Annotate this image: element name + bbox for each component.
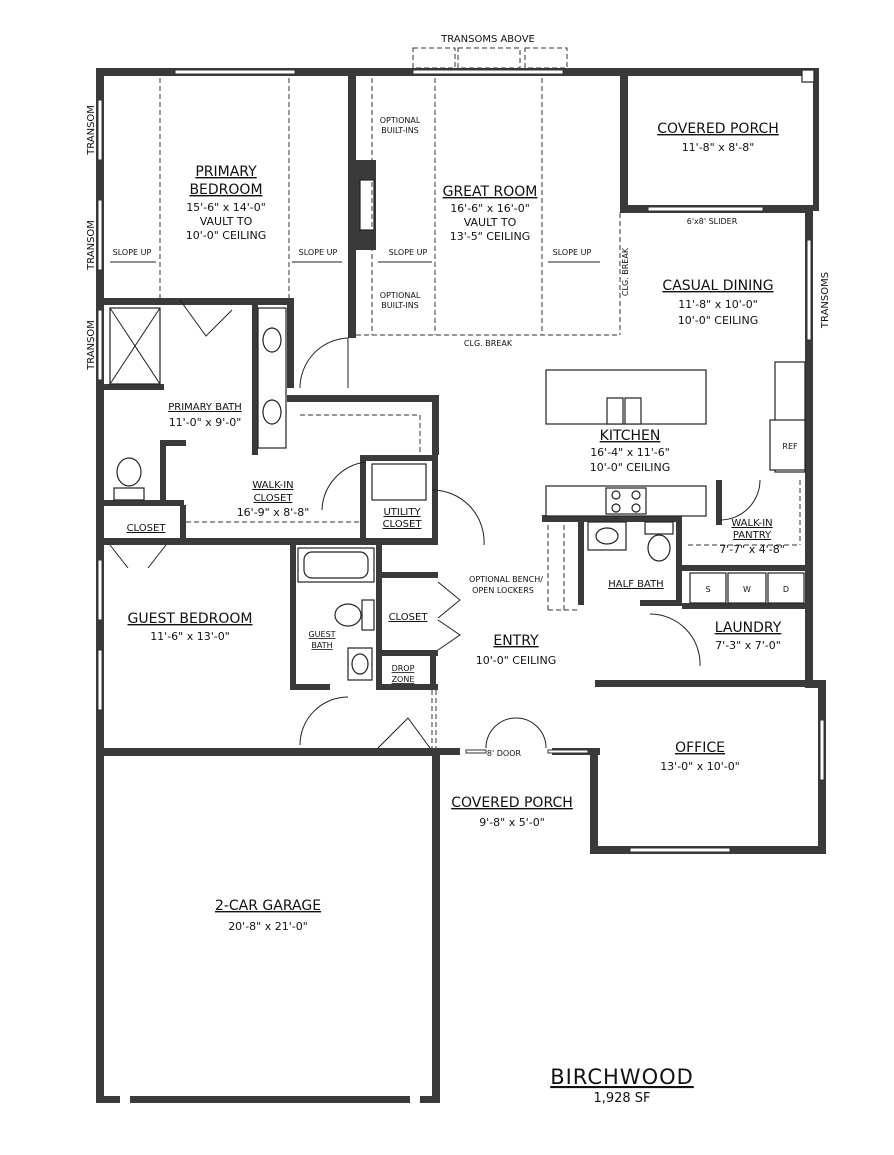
door-swings <box>109 299 761 749</box>
slope-up-4: SLOPE UP <box>553 248 592 257</box>
transom-note-3: TRANSOM <box>86 320 97 371</box>
plan-area: 1,928 SF <box>593 1091 650 1106</box>
optional-builtins-bottom-2: BUILT-INS <box>381 301 419 310</box>
pantry-name-2: PANTRY <box>733 530 772 541</box>
washer-label: W <box>743 585 751 594</box>
front-porch-name: COVERED PORCH <box>451 795 573 811</box>
slope-up-1: SLOPE UP <box>113 248 152 257</box>
walk-in-closet-dims: 16'-9" x 8'-8" <box>237 506 310 519</box>
drop-zone-name-2: ZONE <box>392 675 415 684</box>
slope-up-3: SLOPE UP <box>389 248 428 257</box>
fixtures <box>109 307 806 681</box>
door-8-note: 8' DOOR <box>487 749 522 758</box>
optional-builtins-top-2: BUILT-INS <box>381 126 419 135</box>
great-room-ceiling-1: VAULT TO <box>464 216 517 229</box>
guest-bedroom-name: GUEST BEDROOM <box>128 611 253 627</box>
room-labels: TRANSOMS ABOVE TRANSOM TRANSOM TRANSOM T… <box>86 34 831 1106</box>
laundry-name: LAUNDRY <box>715 620 782 636</box>
guest-bath-name-1: GUEST <box>308 630 335 639</box>
primary-bedroom-dims: 15'-6" x 14'-0" <box>186 201 266 214</box>
dryer-label: D <box>783 585 789 594</box>
dashed-lines <box>159 78 801 748</box>
utility-closet-name-2: CLOSET <box>383 519 423 530</box>
pantry-name-1: WALK-IN <box>731 518 772 529</box>
primary-bedroom-name-1: PRIMARY <box>195 164 257 180</box>
primary-bath-name: PRIMARY BATH <box>168 402 242 413</box>
guest-bath-name-2: BATH <box>311 641 332 650</box>
kitchen-ceiling: 10'-0" CEILING <box>590 461 671 474</box>
great-room-ceiling-2: 13'-5" CEILING <box>450 230 531 243</box>
primary-bath-dims: 11'-0" x 9'-0" <box>169 416 242 429</box>
entry-closet-name: CLOSET <box>389 612 429 623</box>
rear-porch-dims: 11'-8" x 8'-8" <box>682 141 755 154</box>
front-porch-dims: 9'-8" x 5'-0" <box>479 816 545 829</box>
walk-in-closet-name-1: WALK-IN <box>252 480 293 491</box>
transoms-note-right: TRANSOMS <box>820 272 831 329</box>
garage-dims: 20'-8" x 21'-0" <box>228 920 308 933</box>
casual-dining-ceiling: 10'-0" CEILING <box>678 314 759 327</box>
clg-break-vertical: CLG. BREAK <box>621 247 630 296</box>
walk-in-closet-name-2: CLOSET <box>254 493 294 504</box>
entry-ceiling: 10'-0" CEILING <box>476 654 557 667</box>
rear-porch-name: COVERED PORCH <box>657 121 779 137</box>
interior-walls <box>104 76 812 690</box>
transom-note-1: TRANSOM <box>86 105 97 156</box>
laundry-dims: 7'-3" x 7'-0" <box>715 639 781 652</box>
kitchen-dims: 16'-4" x 11'-6" <box>590 446 670 459</box>
guest-bedroom-dims: 11'-6" x 13'-0" <box>150 630 230 643</box>
primary-bedroom-name-2: BEDROOM <box>189 182 262 198</box>
primary-bedroom-ceiling-1: VAULT TO <box>200 215 253 228</box>
optional-bench-note-2: OPEN LOCKERS <box>472 586 534 595</box>
office-dims: 13'-0" x 10'-0" <box>660 760 740 773</box>
pantry-dims: 7'-7" x 4'-8" <box>719 543 785 556</box>
plan-name: BIRCHWOOD <box>550 1065 694 1089</box>
kitchen-name: KITCHEN <box>600 428 661 444</box>
great-room-name: GREAT ROOM <box>443 184 538 200</box>
optional-builtins-top-1: OPTIONAL <box>380 116 421 125</box>
primary-bedroom-ceiling-2: 10'-0" CEILING <box>186 229 267 242</box>
optional-builtins-bottom-1: OPTIONAL <box>380 291 421 300</box>
half-bath-name: HALF BATH <box>608 579 663 590</box>
transoms-above-note: TRANSOMS ABOVE <box>440 34 535 45</box>
windows <box>97 47 825 853</box>
optional-bench-note-1: OPTIONAL BENCH/ <box>469 575 543 584</box>
transom-note-2: TRANSOM <box>86 220 97 271</box>
garage-name: 2-CAR GARAGE <box>215 898 321 914</box>
great-room-dims: 16'-6" x 16'-0" <box>450 202 530 215</box>
casual-dining-dims: 11'-8" x 10'-0" <box>678 298 758 311</box>
drop-zone-name-1: DROP <box>392 664 415 673</box>
utility-closet-name-1: UTILITY <box>383 507 421 518</box>
entry-name: ENTRY <box>493 633 539 649</box>
ref-label: REF <box>782 442 798 451</box>
office-name: OFFICE <box>675 740 725 756</box>
clg-break-horizontal: CLG. BREAK <box>464 339 513 348</box>
primary-closet-name: CLOSET <box>127 523 167 534</box>
casual-dining-name: CASUAL DINING <box>662 278 773 294</box>
sink-label: S <box>705 585 710 594</box>
slider-note: 6'x8' SLIDER <box>687 217 738 226</box>
slope-up-2: SLOPE UP <box>299 248 338 257</box>
